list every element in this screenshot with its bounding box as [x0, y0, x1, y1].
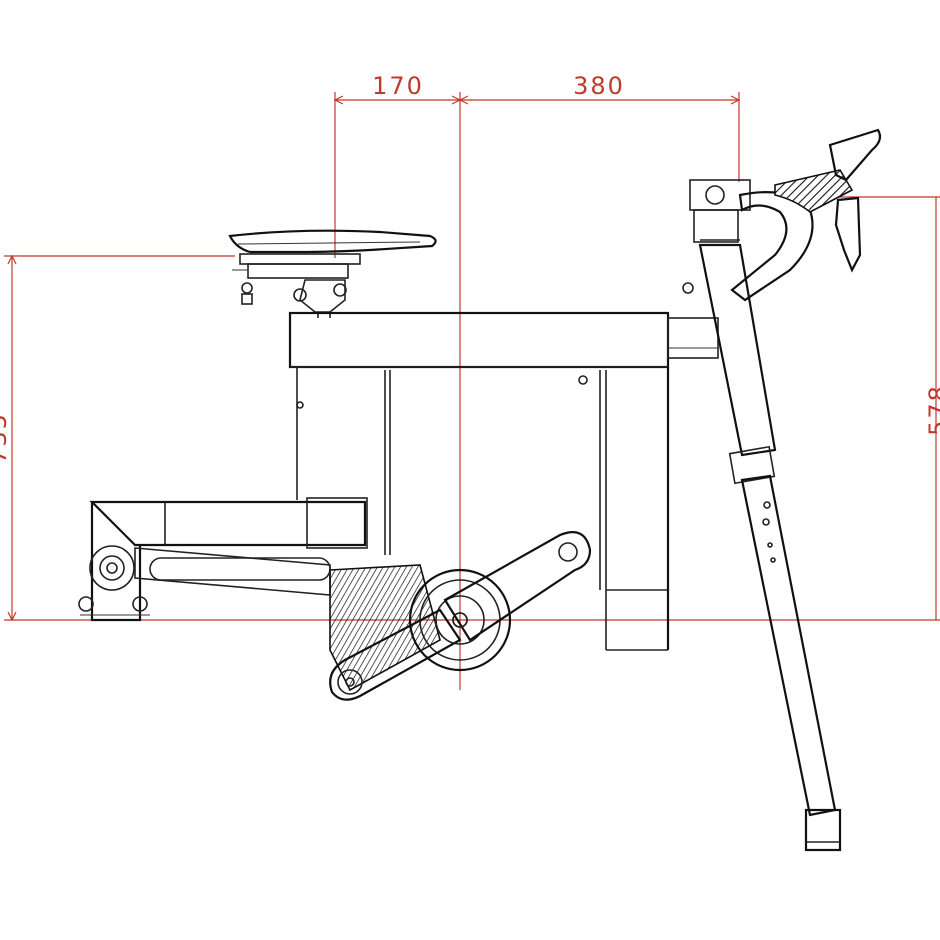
front-post — [682, 179, 842, 852]
dimension-label-735: 735 — [0, 412, 12, 464]
main-frame — [288, 311, 719, 651]
dimension-label-578: 578 — [924, 384, 940, 436]
rear-arm — [78, 497, 368, 622]
saddle — [228, 229, 437, 318]
dimension-lines — [4, 92, 940, 690]
dimension-label-170: 170 — [372, 72, 424, 100]
crank-assembly — [329, 531, 592, 701]
dimension-label-380: 380 — [573, 72, 625, 100]
handlebar — [730, 128, 882, 302]
